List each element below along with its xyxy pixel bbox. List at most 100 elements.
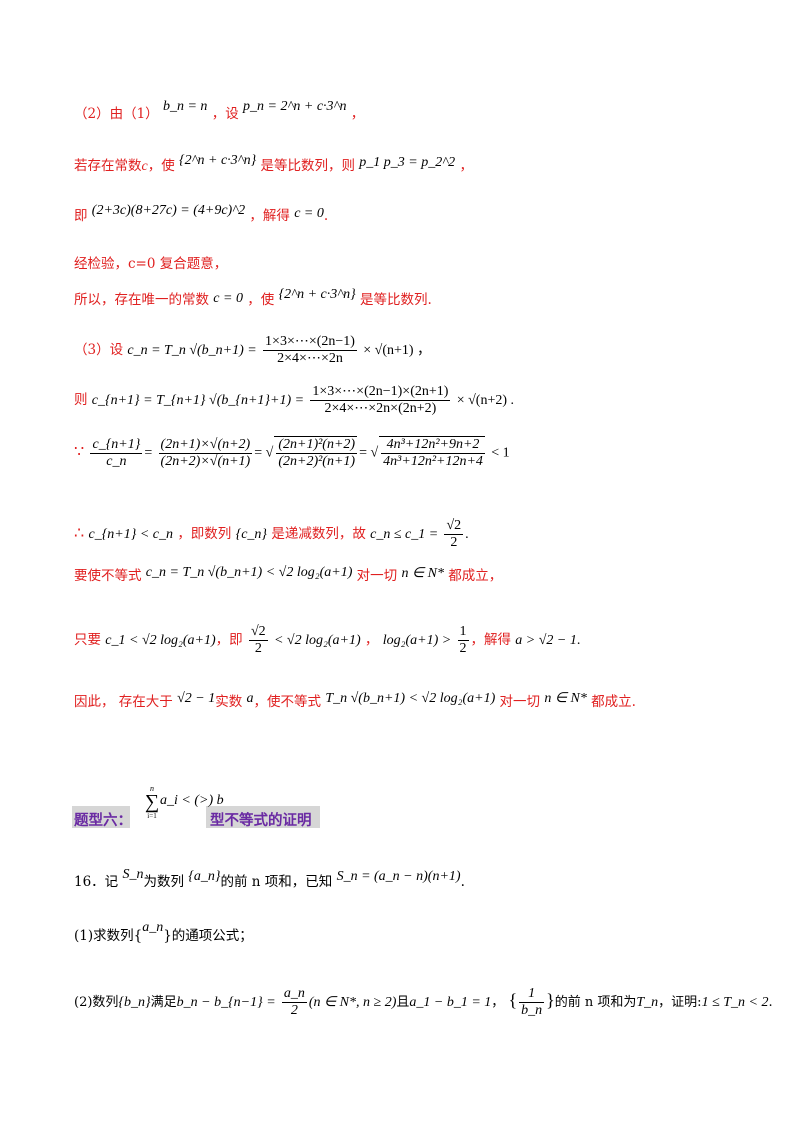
because-line: ∵ c_{n+1}c_n= (2n+1)×√(n+2)(2n+2)×√(n+1)… bbox=[74, 436, 510, 470]
q16-sn: S_n bbox=[122, 867, 144, 882]
ratio-1-den: c_n bbox=[106, 453, 127, 469]
sum-upper-limit: n bbox=[150, 784, 154, 793]
ratio-fraction-1: c_{n+1}c_n bbox=[90, 437, 143, 470]
heading-highlight-right bbox=[206, 806, 320, 828]
part3-num: 1×3×⋯×(2n−1) bbox=[263, 334, 357, 352]
because-symbol: ∵ bbox=[74, 441, 85, 461]
only-text-3: ， bbox=[364, 632, 379, 649]
q16-text-2: 为数列 bbox=[143, 874, 184, 890]
ratio-4-num: 4n³+12n²+9n+2 bbox=[381, 437, 485, 455]
sum-body: a_i < (>) b bbox=[160, 793, 224, 808]
q16-line: 16．记 S_n为数列 {a_n}的前 n 项和，已知 S_n = (a_n −… bbox=[74, 868, 465, 890]
exists-seq: {2^n + c·3^n} bbox=[179, 153, 257, 168]
so-text-1: 所以，存在唯一的常数 bbox=[74, 292, 209, 308]
q16-2-condition: (n ∈ N*, n ≥ 2) bbox=[308, 995, 397, 1011]
so-line: 所以，存在唯一的常数 c = 0 ，使 {2^n + c·3^n} 是等比数列. bbox=[74, 288, 432, 308]
q16-2-text-3: 且 bbox=[396, 995, 410, 1011]
ratio-2-num: (2n+1)×√(n+2) bbox=[158, 437, 253, 454]
hence-line: 因此， 存在大于 √2 − 1实数 a，使不等式 T_n √(b_n+1) < … bbox=[74, 692, 636, 710]
hence-ineq: T_n √(b_n+1) < √2 log₂(a+1) bbox=[325, 691, 496, 706]
q16-2-text-6: ，证明: bbox=[658, 995, 702, 1011]
then-tail: × √(n+2) . bbox=[456, 393, 515, 409]
q16-an: {a_n} bbox=[188, 869, 221, 884]
q16-2-seq-num: 1 bbox=[519, 986, 545, 1004]
part3-tail: × √(n+1) ， bbox=[363, 343, 432, 359]
therefore-num: √2 bbox=[444, 518, 464, 536]
therefore-line: ∴ c_{n+1} < c_n ，即数列 {c_n} 是递减数列，故 c_n ≤… bbox=[74, 518, 469, 551]
part2-tail: ， bbox=[350, 106, 365, 122]
require-text-3: 都成立， bbox=[448, 568, 503, 584]
ratio-1-num: c_{n+1} bbox=[90, 437, 143, 454]
exists-cond: p_1 p_3 = p_2^2 bbox=[359, 155, 456, 170]
part3-cn: c_n = T_n √(b_n+1) = bbox=[127, 343, 257, 359]
then-lhs: c_{n+1} = T_{n+1} √(b_{n+1}+1) = bbox=[91, 393, 305, 409]
eq-line: 即 (2+3c)(8+27c) = (4+9c)^2 ，解得 c = 0. bbox=[74, 204, 329, 224]
part3-fraction: 1×3×⋯×(2n−1)2×4×⋯×2n bbox=[263, 334, 357, 367]
therefore-text-2: 是递减数列，故 bbox=[271, 526, 366, 543]
set-word: ，设 bbox=[211, 106, 239, 122]
q16-2-num: a_n bbox=[281, 986, 307, 1004]
summation: n ∑ i=1 bbox=[140, 784, 164, 820]
q16-2-claim: 1 ≤ T_n < 2 bbox=[701, 995, 769, 1011]
bn-formula: b_n = n bbox=[162, 99, 208, 114]
eq-text-1: 即 bbox=[74, 208, 88, 224]
q16-2-seq-den: b_n bbox=[521, 1003, 543, 1019]
require-domain: n ∈ N* bbox=[401, 566, 444, 581]
only-text-2: ，即 bbox=[215, 632, 243, 649]
hence-text-2: 实数 bbox=[215, 694, 243, 710]
exists-line: 若存在常数c，使 {2^n + c·3^n} 是等比数列，则 p_1 p_3 =… bbox=[74, 154, 473, 174]
require-line: 要使不等式 c_n = T_n √(b_n+1) < √2 log₂(a+1) … bbox=[74, 566, 503, 584]
ratio-3-den: (2n+2)²(n+1) bbox=[278, 454, 356, 470]
q16-text-4: . bbox=[460, 874, 465, 890]
only-ineq-1: c_1 < √2 log₂(a+1) bbox=[105, 633, 216, 649]
so-text-3: 是等比数列. bbox=[360, 292, 432, 308]
therefore-text-1: ，即数列 bbox=[177, 526, 232, 543]
q16-2-bn: {b_n} bbox=[118, 995, 151, 1011]
only-num-2: 1 bbox=[457, 624, 469, 642]
only-text-1: 只要 bbox=[74, 632, 101, 649]
only-num-1: √2 bbox=[248, 624, 268, 642]
require-text-2: 对一切 bbox=[356, 568, 398, 584]
section-heading: 题型六： 型不等式的证明 bbox=[72, 806, 320, 829]
q16-2-text-4: ， bbox=[491, 995, 505, 1011]
only-text-4: ，解得 bbox=[470, 632, 512, 649]
q16-2-text-7: . bbox=[768, 995, 773, 1011]
require-ineq: c_n = T_n √(b_n+1) < √2 log₂(a+1) bbox=[145, 565, 353, 580]
hence-text-5: 都成立. bbox=[591, 694, 636, 710]
only-den-1: 2 bbox=[254, 641, 262, 657]
q16-1-text-2: }的通项公式； bbox=[163, 928, 253, 944]
exists-text-1: 若存在常数 bbox=[74, 158, 142, 174]
q16-1-an: a_n bbox=[142, 920, 164, 935]
part2-line: （2）由（1） b_n = n ，设 p_n = 2^n + c·3^n ， bbox=[74, 100, 365, 122]
q16-part1: (1)求数列{a_n}的通项公式； bbox=[74, 921, 253, 944]
q16-text-1: 16．记 bbox=[74, 874, 119, 890]
hence-a: a bbox=[246, 691, 254, 706]
heading-highlight-left bbox=[72, 806, 130, 828]
only-den-2: 2 bbox=[459, 641, 467, 657]
ratio-4-den: 4n³+12n²+12n+4 bbox=[383, 454, 483, 470]
hence-domain: n ∈ N* bbox=[544, 691, 587, 706]
so-seq: {2^n + c·3^n} bbox=[278, 287, 356, 302]
sum-symbol: ∑ bbox=[144, 791, 160, 813]
therefore-den: 2 bbox=[450, 535, 458, 551]
q16-2-text-2: 满足 bbox=[150, 995, 177, 1011]
q16-2-den: 2 bbox=[290, 1003, 298, 1019]
q16-text-3: 的前 n 项和，已知 bbox=[220, 874, 333, 890]
q16-2-tn: T_n bbox=[636, 995, 659, 1011]
therefore-symbol: ∴ bbox=[74, 523, 85, 543]
then-text: 则 bbox=[74, 392, 88, 409]
eq-text-3: . bbox=[323, 208, 329, 224]
require-text-1: 要使不等式 bbox=[74, 568, 142, 584]
part2-lead: （2）由（1） bbox=[74, 106, 159, 122]
hence-value: √2 − 1 bbox=[177, 691, 216, 706]
ratio-3-num: (2n+1)²(n+2) bbox=[276, 437, 358, 455]
part3-lead: （3）设 bbox=[74, 342, 124, 359]
part3-den: 2×4×⋯×2n bbox=[277, 351, 343, 367]
